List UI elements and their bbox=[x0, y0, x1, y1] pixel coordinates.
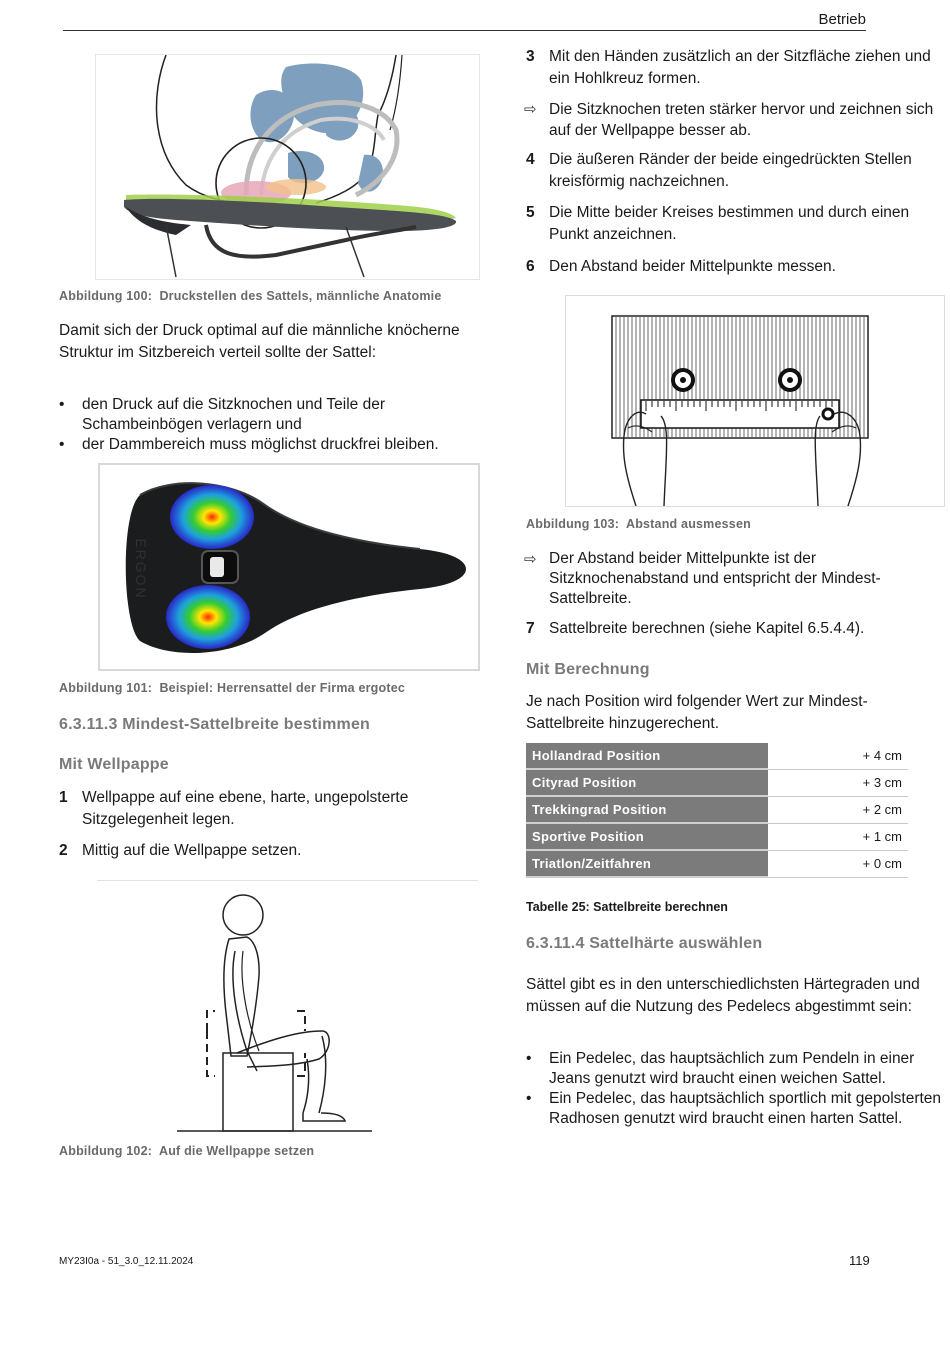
figure-caption-100: Abbildung 100: Druckstellen des Sattels,… bbox=[59, 289, 441, 303]
figure-anatomy-pressure bbox=[95, 54, 480, 280]
step-number: 7 bbox=[526, 620, 535, 637]
step-number: 6 bbox=[526, 258, 535, 275]
result-arrow-icon: ⇨ bbox=[524, 551, 537, 568]
table-row: Sportive Position + 1 cm bbox=[526, 823, 908, 851]
step-number: 1 bbox=[59, 789, 68, 806]
step-text: Die Mitte beider Kreises bestimmen und d… bbox=[549, 204, 910, 243]
table-cell-value: + 2 cm bbox=[768, 796, 908, 824]
section-heading-hardness: 6.3.11.4 Sattelhärte auswählen bbox=[526, 935, 763, 952]
step-text: Die äußeren Ränder der beide eingedrückt… bbox=[549, 151, 912, 190]
step-number: 2 bbox=[59, 842, 68, 859]
table-caption: Tabelle 25: Sattelbreite berechnen bbox=[526, 900, 728, 914]
bullet-dot: • bbox=[59, 396, 65, 413]
bullet-text: Ein Pedelec, das hauptsächlich zum Pende… bbox=[549, 1050, 915, 1087]
saddle-pressure-illustration: ERGON bbox=[125, 482, 466, 653]
step-result: ⇨ Der Abstand beider Mittelpunkte ist de… bbox=[524, 549, 946, 611]
step-text: Den Abstand beider Mittelpunkte messen. bbox=[549, 258, 836, 275]
step-number: 4 bbox=[526, 151, 535, 168]
step-item: 7 Sattelbreite berechnen (siehe Kapitel … bbox=[526, 618, 946, 640]
table-cell-position: Triatlon/Zeitfahren bbox=[526, 850, 768, 878]
step-item: 3 Mit den Händen zusätzlich an der Sitzf… bbox=[526, 46, 946, 90]
figure-caption-101: Abbildung 101: Beispiel: Herrensattel de… bbox=[59, 681, 405, 695]
footer-document-id: MY23I0a - 51_3.0_12.11.2024 bbox=[59, 1256, 194, 1267]
figure-caption-103: Abbildung 103: Abstand ausmessen bbox=[526, 517, 751, 531]
figure-measuring-distance bbox=[565, 295, 945, 507]
table-row: Triatlon/Zeitfahren + 0 cm bbox=[526, 850, 908, 878]
step-text: Mittig auf die Wellpappe setzen. bbox=[82, 842, 302, 859]
hardness-intro-paragraph: Sättel gibt es in den unterschiedlichste… bbox=[526, 976, 920, 1015]
header-rule bbox=[63, 30, 866, 31]
bullet-dot: • bbox=[59, 436, 65, 453]
step-text: Wellpappe auf eine ebene, harte, ungepol… bbox=[82, 789, 409, 828]
caption-label: Abbildung 100: bbox=[59, 289, 153, 303]
saddle-brand-text: ERGON bbox=[133, 538, 149, 599]
table-cell-position: Cityrad Position bbox=[526, 769, 768, 797]
caption-text: Abstand ausmessen bbox=[625, 517, 751, 531]
table-cell-position: Sportive Position bbox=[526, 823, 768, 851]
step-number: 3 bbox=[526, 48, 535, 65]
section-heading-min-width: 6.3.11.3 Mindest-Sattelbreite bestimmen bbox=[59, 716, 371, 733]
bullet-dot: • bbox=[526, 1050, 532, 1067]
step-number: 5 bbox=[526, 204, 535, 221]
step-text: Mit den Händen zusätzlich an der Sitzflä… bbox=[549, 48, 931, 87]
sitting-person-illustration bbox=[177, 894, 372, 1132]
subheading-corrugated: Mit Wellpappe bbox=[59, 756, 169, 773]
caption-label: Abbildung 101: bbox=[59, 681, 153, 695]
step-text: Sattelbreite berechnen (siehe Kapitel 6.… bbox=[549, 620, 865, 637]
figure-caption-102: Abbildung 102: Auf die Wellpappe setzen bbox=[59, 1144, 314, 1158]
table-row: Trekkingrad Position + 2 cm bbox=[526, 796, 908, 824]
caption-text: Beispiel: Herrensattel der Firma ergotec bbox=[159, 681, 406, 695]
calc-intro-paragraph: Je nach Position wird folgender Wert zur… bbox=[526, 693, 868, 732]
table-cell-value: + 0 cm bbox=[768, 850, 908, 878]
footer-page-number: 119 bbox=[849, 1253, 870, 1268]
table-cell-value: + 3 cm bbox=[768, 769, 908, 797]
table-cell-position: Hollandrad Position bbox=[526, 743, 768, 770]
subheading-calculation: Mit Berechnung bbox=[526, 661, 650, 678]
figure-sitting-person bbox=[97, 880, 478, 1133]
caption-text: Druckstellen des Sattels, männliche Anat… bbox=[159, 289, 442, 303]
measuring-illustration bbox=[611, 315, 869, 507]
table-row: Cityrad Position + 3 cm bbox=[526, 769, 908, 797]
figure-saddle-pressure-map: ERGON bbox=[98, 463, 480, 671]
bullet-text: Ein Pedelec, das hauptsächlich sportlich… bbox=[549, 1090, 942, 1127]
table-cell-position: Trekkingrad Position bbox=[526, 796, 768, 824]
step-item: 4 Die äußeren Ränder der beide eingedrüc… bbox=[526, 149, 946, 193]
step-item: 5 Die Mitte beider Kreises bestimmen und… bbox=[526, 202, 946, 246]
header-section-title: Betrieb bbox=[818, 11, 866, 28]
bullet-dot: • bbox=[526, 1090, 532, 1107]
step-text: Der Abstand beider Mittelpunkte ist der … bbox=[549, 550, 881, 607]
table-cell-value: + 4 cm bbox=[768, 743, 908, 770]
bullet-text: den Druck auf die Sitzknochen und Teile … bbox=[82, 396, 386, 433]
table-cell-value: + 1 cm bbox=[768, 823, 908, 851]
caption-text: Auf die Wellpappe setzen bbox=[158, 1144, 315, 1158]
step-text: Die Sitzknochen treten stärker hervor un… bbox=[549, 101, 934, 139]
intro-paragraph: Damit sich der Druck optimal auf die män… bbox=[59, 322, 460, 361]
saddle-width-table: Hollandrad Position + 4 cm Cityrad Posit… bbox=[526, 743, 908, 878]
step-result: ⇨ Die Sitzknochen treten stärker hervor … bbox=[524, 99, 946, 143]
step-item: 6 Den Abstand beider Mittelpunkte messen… bbox=[526, 256, 946, 278]
step-item: 1 Wellpappe auf eine ebene, harte, ungep… bbox=[59, 787, 479, 831]
anatomy-illustration bbox=[124, 54, 457, 278]
caption-label: Abbildung 102: bbox=[59, 1144, 153, 1158]
result-arrow-icon: ⇨ bbox=[524, 101, 537, 118]
caption-label: Abbildung 103: bbox=[526, 517, 620, 531]
bullet-text: der Dammbereich muss möglichst druckfrei… bbox=[82, 436, 439, 453]
table-row: Hollandrad Position + 4 cm bbox=[526, 743, 908, 770]
step-item: 2 Mittig auf die Wellpappe setzen. bbox=[59, 840, 479, 862]
